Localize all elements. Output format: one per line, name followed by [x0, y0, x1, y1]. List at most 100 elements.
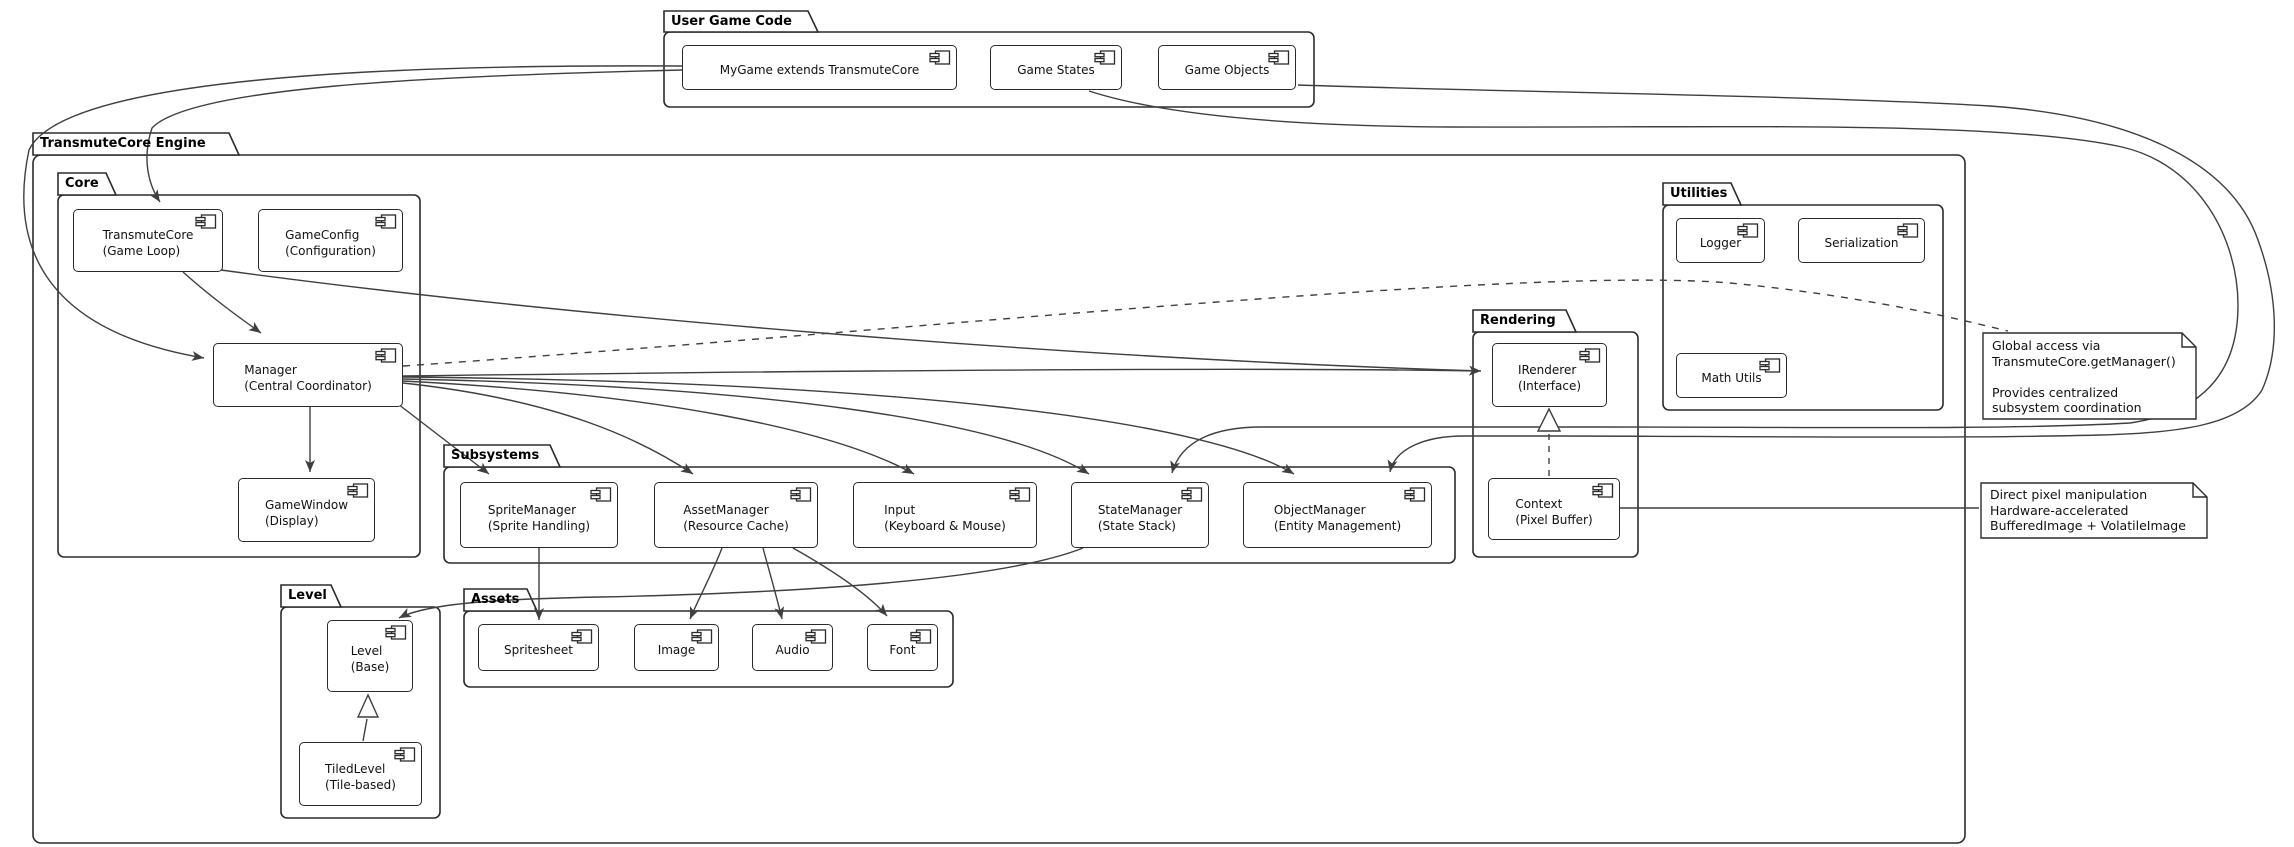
component-icon: [375, 214, 397, 234]
component-sublabel: (Pixel Buffer): [1515, 512, 1593, 527]
package-label-user-game-code: User Game Code: [671, 14, 792, 29]
edge-mygame-transmutecore: [146, 69, 683, 203]
component-label: TiledLevel: [325, 761, 386, 776]
edge-manager-objectmanager: [402, 376, 1295, 475]
component-logger: Logger: [1676, 218, 1765, 263]
component-label: ObjectManager: [1273, 502, 1366, 517]
edge-statemanager-level: [398, 547, 1084, 619]
edge-gameobjects-objectmanager: [1297, 84, 2276, 473]
component-objectmanager: ObjectManager(Entity Management): [1243, 482, 1432, 548]
component-sublabel: (Game Loop): [102, 244, 181, 258]
edge-manager-spritemanager: [397, 403, 490, 475]
component-icon: [1094, 50, 1116, 70]
package-level-tab: [280, 584, 343, 608]
component-icon: [1404, 487, 1426, 507]
component-icon: [805, 629, 827, 649]
component-sublabel: (State Stack): [1097, 518, 1176, 533]
component-tiledlevel: TiledLevel(Tile-based): [299, 742, 422, 806]
component-game-states: Game States: [990, 45, 1122, 90]
component-icon: [590, 487, 612, 507]
component-label: Spritesheet: [504, 643, 573, 657]
component-serialization: Serialization: [1798, 218, 1925, 263]
component-sublabel: (Keyboard & Mouse): [884, 518, 1006, 533]
component-label: Font: [889, 643, 916, 657]
component-label: Math Utils: [1701, 371, 1762, 385]
component-label: Level: [350, 643, 383, 658]
component-sublabel: (Display): [264, 513, 319, 528]
component-gamewindow: GameWindow(Display): [238, 478, 375, 542]
package-engine-tab: [32, 132, 241, 156]
component-sublabel: (Configuration): [285, 244, 376, 258]
component-label: Game States: [1017, 63, 1095, 77]
component-icon: [1181, 487, 1203, 507]
hollow-triangle-irenderer: [1536, 407, 1562, 432]
component-label: TransmuteCore: [102, 228, 194, 242]
component-mygame: MyGame extends TransmuteCore: [682, 45, 957, 90]
component-icon: [375, 348, 397, 368]
component-icon: [347, 483, 369, 503]
package-utilities-tab: [1662, 182, 1743, 206]
component-label: Manager: [244, 362, 297, 377]
component-sublabel: (Central Coordinator): [244, 378, 372, 393]
component-spritesheet: Spritesheet: [478, 624, 599, 671]
note-manager-global-access: Global access via TransmuteCore.getManag…: [1982, 332, 2197, 420]
component-label: Logger: [1699, 236, 1742, 250]
component-icon: [1268, 50, 1290, 70]
component-irenderer: IRenderer(Interface): [1492, 343, 1607, 407]
component-icon: [1897, 223, 1919, 243]
note-text: Global access via TransmuteCore.getManag…: [1992, 338, 2176, 415]
edge-manager-statemanager: [402, 378, 1090, 475]
component-sublabel: (Sprite Handling): [487, 518, 591, 533]
package-label-subsystems: Subsystems: [451, 448, 540, 463]
package-label-level: Level: [288, 588, 327, 603]
component-transmutecore: TransmuteCore (Game Loop): [73, 209, 223, 272]
edge-manager-assetmanager: [402, 382, 694, 475]
component-assetmanager: AssetManager(Resource Cache): [654, 482, 818, 548]
edge-assetmanager-font: [792, 547, 888, 617]
component-icon: [910, 629, 932, 649]
edge-manager-note-dashed: [402, 279, 2009, 367]
note-context-pixel: Direct pixel manipulation Hardware-accel…: [1980, 482, 2208, 539]
component-label: Game Objects: [1184, 63, 1270, 77]
package-core-tab: [57, 172, 118, 196]
component-label: IRenderer: [1517, 362, 1577, 377]
edge-assetmanager-image: [689, 547, 723, 620]
note-shape: [1980, 482, 2208, 539]
component-sublabel: (Entity Management): [1273, 518, 1402, 533]
component-label: Audio: [775, 643, 810, 657]
edge-transmutecore-irenderer: [220, 269, 1482, 376]
component-image: Image: [634, 624, 719, 671]
component-icon: [1579, 348, 1601, 368]
component-icon: [394, 747, 416, 767]
component-sublabel: (Interface): [1517, 378, 1582, 393]
component-label: Image: [657, 643, 696, 657]
component-icon: [929, 50, 951, 70]
component-icon: [1759, 358, 1781, 378]
component-icon: [195, 214, 217, 234]
component-manager: Manager(Central Coordinator): [213, 343, 403, 407]
package-rendering-tab: [1472, 309, 1578, 333]
edge-tiledlevel-level: [362, 718, 368, 742]
component-icon: [1592, 483, 1614, 503]
component-spritemanager: SpriteManager(Sprite Handling): [460, 482, 618, 548]
component-game-objects: Game Objects: [1158, 45, 1296, 90]
note-shape: [1982, 332, 2197, 420]
component-font: Font: [867, 624, 938, 671]
component-label: Serialization: [1824, 236, 1899, 250]
component-gameconfig: GameConfig(Configuration): [258, 209, 403, 272]
package-label-rendering: Rendering: [1480, 313, 1556, 328]
package-label-utilities: Utilities: [1670, 186, 1728, 201]
component-label: StateManager: [1097, 502, 1183, 517]
edge-manager-input: [402, 380, 915, 475]
component-label: MyGame extends TransmuteCore: [719, 63, 920, 77]
component-icon: [571, 629, 593, 649]
component-label: AssetManager: [683, 502, 769, 517]
component-sublabel: (Resource Cache): [683, 518, 789, 533]
edge-assetmanager-audio: [762, 547, 785, 620]
component-label: SpriteManager: [487, 502, 577, 517]
package-label-assets: Assets: [471, 592, 520, 607]
package-label-engine: TransmuteCore Engine: [40, 136, 206, 151]
component-statemanager: StateManager(State Stack): [1071, 482, 1209, 548]
